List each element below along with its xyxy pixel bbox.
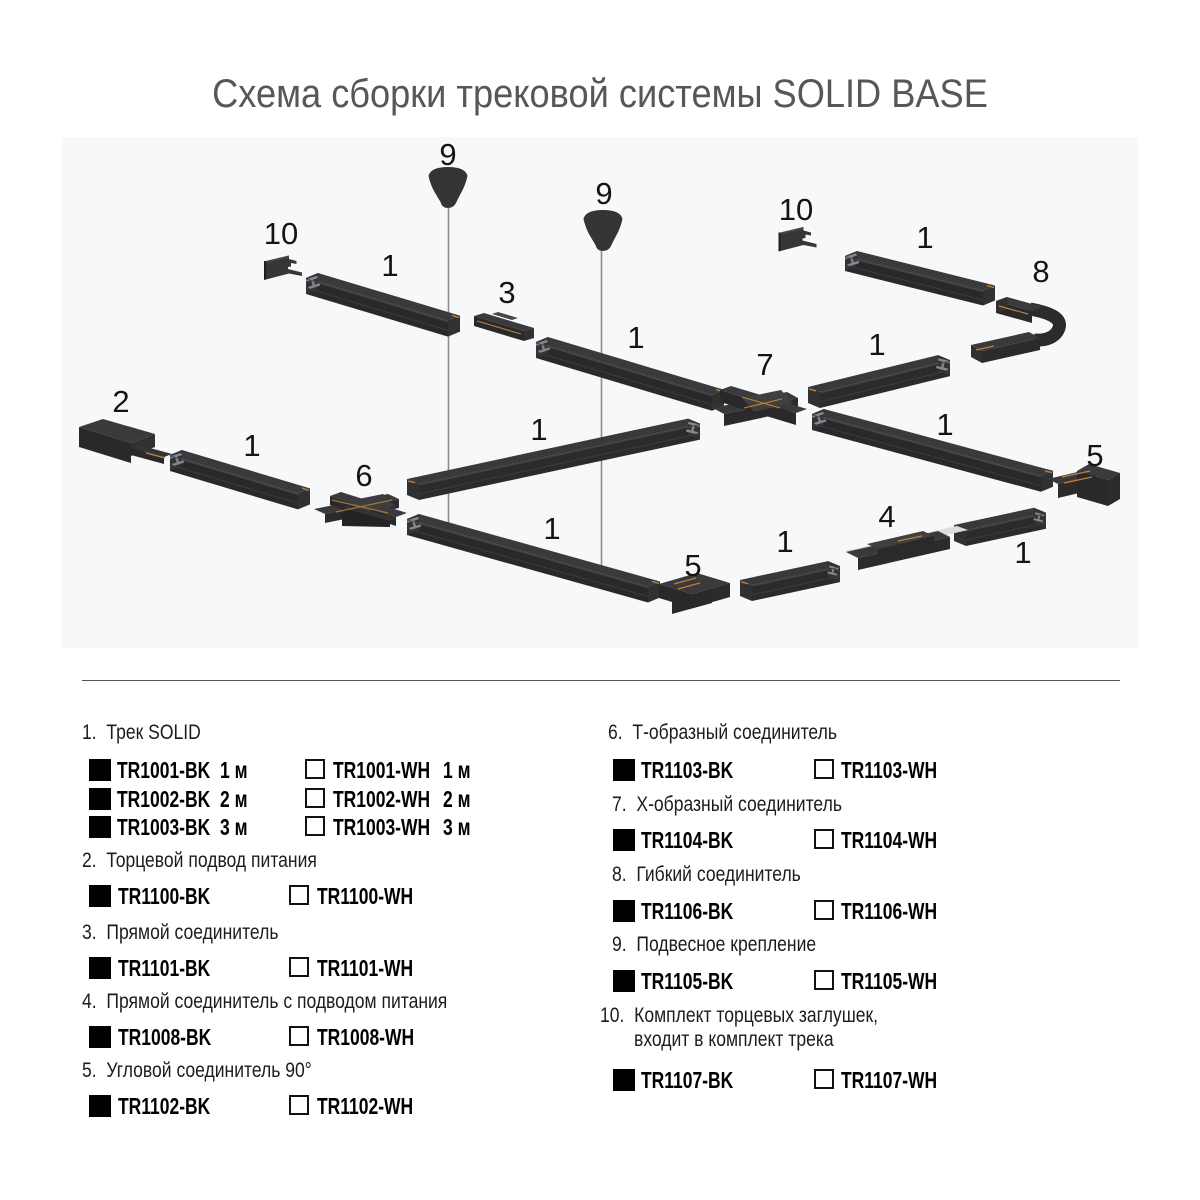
svg-text:9: 9: [439, 137, 456, 172]
svg-text:7: 7: [756, 347, 773, 382]
svg-text:1: 1: [530, 412, 547, 447]
svg-text:1: 1: [916, 220, 933, 255]
svg-text:10: 10: [779, 192, 813, 227]
svg-text:3: 3: [498, 275, 515, 310]
svg-text:9: 9: [595, 176, 612, 211]
svg-text:8: 8: [1032, 254, 1049, 289]
svg-text:1: 1: [381, 248, 398, 283]
svg-text:1: 1: [543, 511, 560, 546]
svg-text:1: 1: [243, 428, 260, 463]
svg-text:4: 4: [878, 499, 895, 534]
svg-text:5: 5: [684, 548, 701, 583]
svg-text:1: 1: [1014, 535, 1031, 570]
svg-text:10: 10: [264, 216, 298, 251]
svg-text:5: 5: [1086, 438, 1103, 473]
svg-text:1: 1: [868, 327, 885, 362]
svg-text:6: 6: [355, 458, 372, 493]
svg-text:1: 1: [936, 407, 953, 442]
svg-text:2: 2: [112, 384, 129, 419]
svg-text:1: 1: [627, 320, 644, 355]
svg-text:1: 1: [776, 524, 793, 559]
